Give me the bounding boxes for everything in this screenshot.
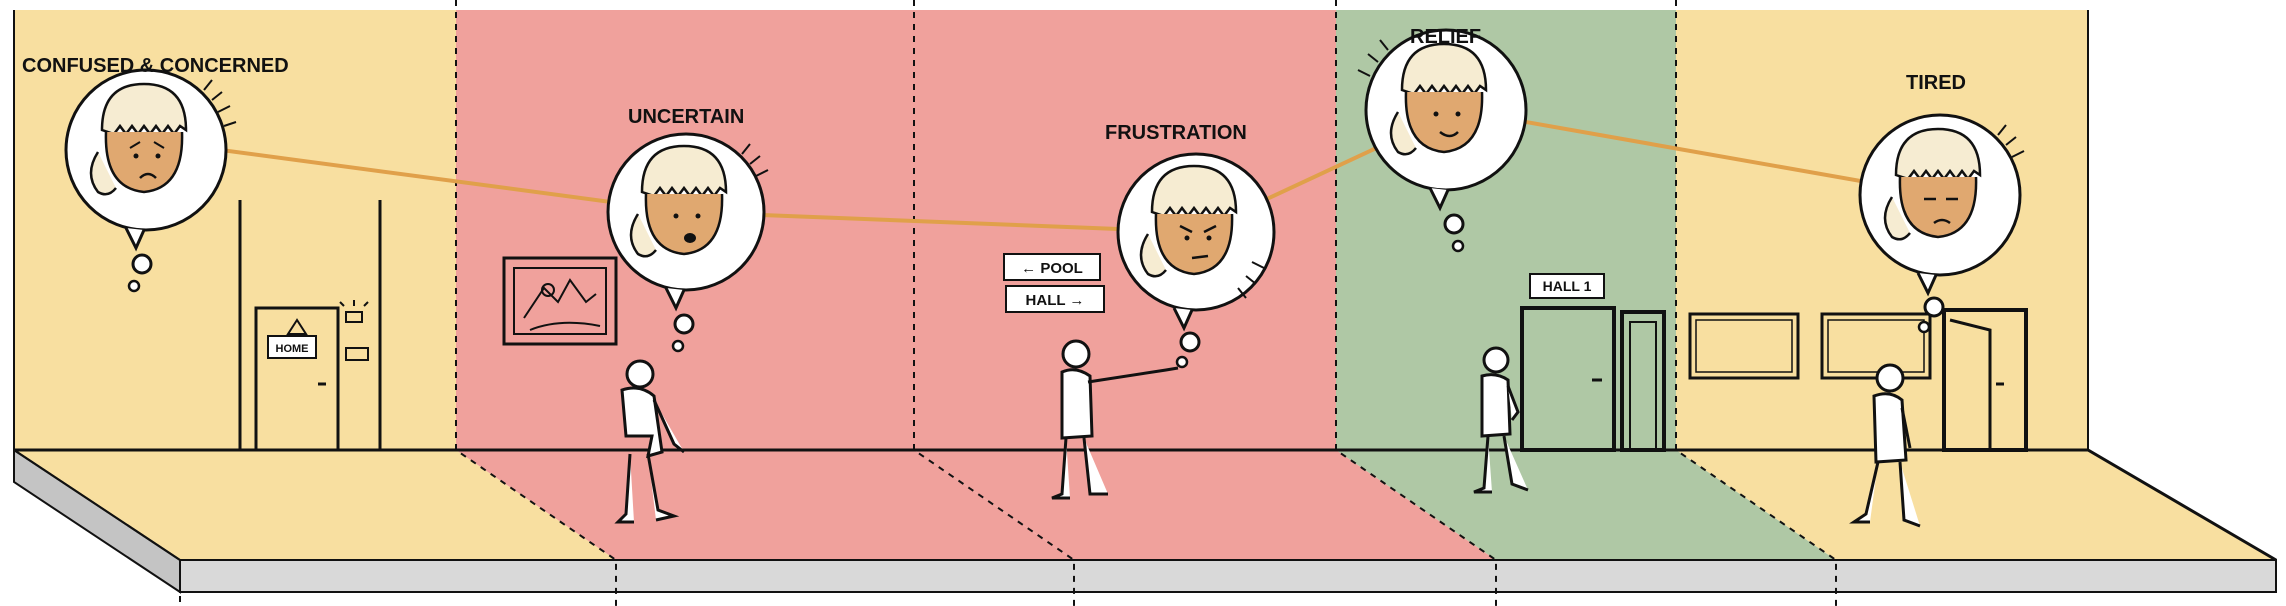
stage-dividers	[179, 0, 1837, 606]
face-tired-icon	[1883, 127, 1982, 241]
home-door: HOME	[254, 306, 340, 452]
face-uncertain-icon	[629, 144, 728, 258]
hall-sign	[1005, 285, 1105, 313]
stage-label-confused: CONFUSED & CONCERNED	[22, 55, 289, 77]
wall-picture	[502, 256, 618, 346]
home-sign-text: HOME	[276, 343, 309, 355]
face-relieved-icon	[1389, 42, 1488, 156]
stage-label-tired: TIRED	[1906, 72, 1966, 94]
face-concerned-icon	[89, 82, 188, 196]
person-arriving-icon	[1473, 346, 1529, 494]
home-sign	[267, 335, 317, 359]
person-pointing-icon	[1051, 339, 1179, 500]
floor	[13, 448, 2277, 594]
hall-1-sign	[1529, 273, 1605, 299]
person-walking-icon	[614, 359, 685, 524]
stage-label-uncertain: UNCERTAIN	[628, 106, 745, 128]
thought-bubble-tired	[1858, 113, 2025, 334]
pool-sign-text: ← POOL	[1021, 260, 1083, 277]
stage-label-relief: RELIEF	[1410, 26, 1482, 48]
thought-bubble-frustration	[1116, 152, 1276, 369]
thought-bubble-relief	[1357, 28, 1528, 253]
person-walking-tired-icon	[1849, 363, 1921, 528]
wall-lamp-icon	[339, 300, 369, 361]
direction-signs: ← POOL HALL →	[1003, 253, 1105, 313]
floor-zone-uncertain	[456, 450, 1074, 560]
thought-bubble-confused	[64, 68, 237, 293]
open-door	[1942, 308, 2028, 452]
floor-front-edge	[179, 559, 2277, 593]
hallway-opening	[238, 200, 382, 450]
floor-zone-confused	[14, 450, 616, 560]
floor-zone-tired	[1676, 450, 2276, 560]
floor-zone-relief	[1336, 450, 1836, 560]
face-frustrated-icon	[1139, 164, 1238, 278]
floor-zone-frustration	[914, 450, 1496, 560]
hall-1-sign-text: HALL 1	[1543, 278, 1592, 294]
hall-doors: HALL 1	[1520, 273, 1666, 452]
stage-label-frustration: FRUSTRATION	[1105, 122, 1247, 144]
hall-sign-text: HALL →	[1026, 292, 1085, 309]
thought-bubble-uncertain	[606, 132, 769, 353]
wall-panel-confused	[14, 10, 456, 450]
pool-sign	[1003, 253, 1101, 281]
